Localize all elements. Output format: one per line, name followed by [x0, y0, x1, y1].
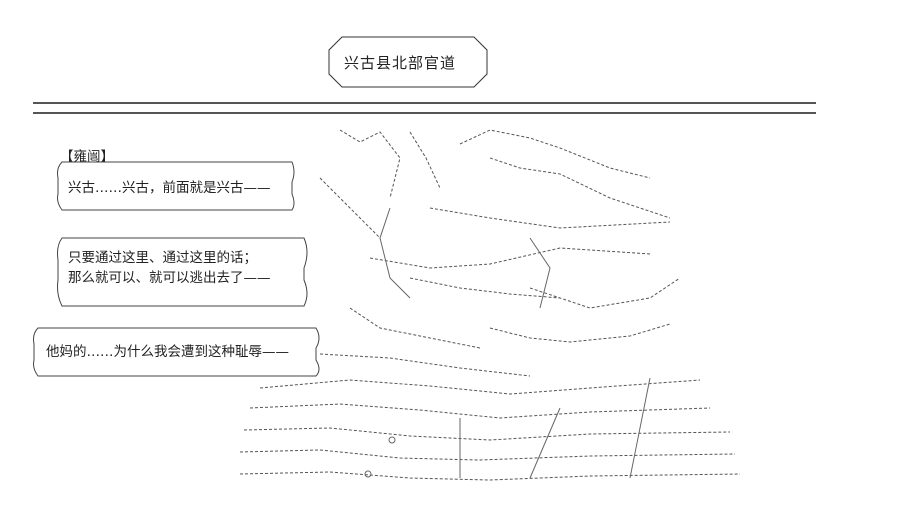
location-title: 兴古县北部官道 [344, 54, 457, 72]
location-box-frame [328, 36, 488, 88]
bubble-frame [33, 327, 320, 377]
dialogue-bubble-1: 兴古……兴古，前面就是兴古—— [52, 158, 302, 214]
dialogue-bubble-3: 他妈的……为什么我会遭到这种耻辱—— [28, 324, 328, 380]
dialogue-line: 那么就可以、就可以逃出去了—— [68, 270, 271, 286]
location-box: 兴古县北部官道 [328, 36, 488, 88]
dialogue-line: 他妈的……为什么我会遭到这种耻辱—— [46, 344, 289, 360]
ascii-art-figure [239, 129, 741, 481]
dialogue-line: 只要通过这里、通过这里的话； [68, 250, 257, 266]
speaker-name: 【雍闿】 [60, 149, 114, 165]
double-rule-separator [33, 102, 816, 114]
bubble-frame [57, 237, 308, 307]
dialogue-bubble-2: 只要通过这里、通过这里的话； 那么就可以、就可以逃出去了—— [52, 234, 314, 310]
bubble-frame [57, 161, 295, 211]
dialogue-line: 兴古……兴古，前面就是兴古—— [68, 180, 271, 196]
